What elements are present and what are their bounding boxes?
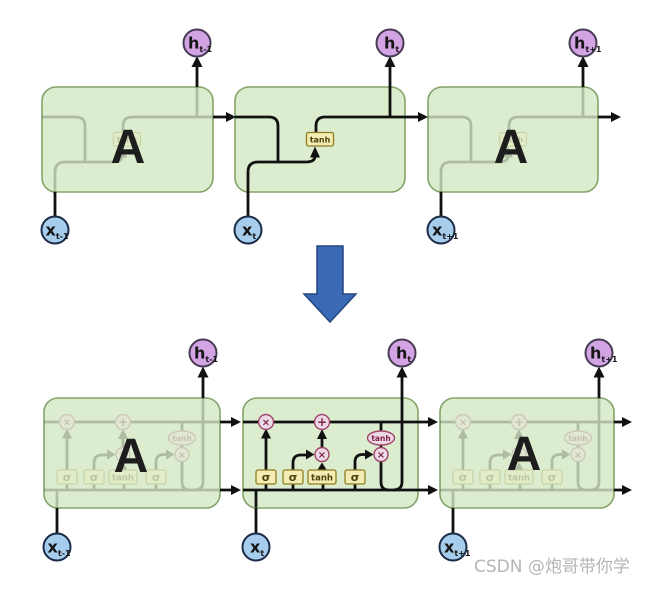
hidden-node-h-next xyxy=(568,28,598,58)
rnn-input-stubs xyxy=(53,192,443,217)
lstm-input-node-x-prev-label: xt-1 xyxy=(48,538,71,559)
lstm-connector-2-top-arrowhead xyxy=(428,417,438,427)
hidden-node-h-prev-label: ht-1 xyxy=(188,34,213,55)
lstm-exit-top-arrowhead xyxy=(622,417,632,427)
input-node-x-t xyxy=(233,215,263,245)
rnn-exit-arrowhead xyxy=(611,112,621,122)
watermark: CSDN @炮哥带你学 xyxy=(474,557,630,577)
hidden-node-h-t-label: ht xyxy=(384,34,399,55)
input-node-x-prev xyxy=(40,215,70,245)
lstm-hidden-node-h-prev-label: ht-1 xyxy=(194,344,219,365)
down-transform-arrow xyxy=(302,245,358,324)
rnn-connector-2-arrowhead xyxy=(418,112,428,122)
input-node-x-next-label: xt+1 xyxy=(432,221,459,242)
hidden-node-h-t xyxy=(375,28,405,58)
lstm-input-stubs xyxy=(55,508,455,534)
lstm-connector-2-bottom-arrowhead xyxy=(428,485,438,495)
lstm-connector-1-top-arrowhead xyxy=(231,417,241,427)
arrowhead-h-prev xyxy=(191,56,203,67)
rnn-cell-next-label: A xyxy=(494,121,529,174)
hidden-node-h-next-label: ht+1 xyxy=(574,34,602,55)
lstm-hidden-node-h-next-label: ht+1 xyxy=(590,344,618,365)
arrowhead-lstm-h-t xyxy=(396,366,408,378)
rnn-row: A A ht-1 ht ht+1 xt-1 xt xt+1 xyxy=(40,28,621,245)
lstm-hidden-node-h-t-label: ht xyxy=(396,344,411,365)
input-node-x-t-label: xt xyxy=(242,221,256,242)
rnn-cell-prev-label: A xyxy=(111,121,146,174)
lstm-input-node-x-next-label: xt+1 xyxy=(444,538,471,559)
input-node-x-prev-label: xt-1 xyxy=(46,221,69,242)
rnn-connector-1-arrowhead xyxy=(226,112,236,122)
lstm-output-stubs xyxy=(201,375,601,398)
arrowhead-lstm-h-prev xyxy=(197,366,209,378)
lstm-connector-1 xyxy=(220,420,233,492)
lstm-cell-next-label: A xyxy=(507,428,542,481)
lstm-connector-1-bottom-arrowhead xyxy=(231,485,241,495)
lstm-exit-lines xyxy=(614,420,624,492)
lstm-cell-prev-label: A xyxy=(114,430,149,483)
arrowhead-h-next xyxy=(577,56,589,67)
lstm-hidden-node-h-next xyxy=(584,338,614,368)
lstm-input-node-x-t-label: xt xyxy=(250,538,264,559)
lstm-connector-2 xyxy=(418,420,430,492)
arrowhead-h-t xyxy=(384,56,396,67)
lstm-row: A A ht-1 ht ht+1 xt-1 xt xt+1 xyxy=(42,338,632,562)
lstm-exit-bottom-arrowhead xyxy=(622,485,632,495)
lstm-hidden-node-h-prev xyxy=(188,338,218,368)
input-node-x-next xyxy=(426,215,456,245)
lstm-input-node-x-prev xyxy=(42,532,72,562)
lstm-input-node-x-t xyxy=(241,532,271,562)
lstm-hidden-node-h-t xyxy=(387,338,417,368)
rnn-output-stubs xyxy=(195,64,585,87)
lstm-input-node-x-next xyxy=(438,532,468,562)
arrowhead-lstm-h-next xyxy=(593,366,605,378)
hidden-node-h-prev xyxy=(182,28,212,58)
